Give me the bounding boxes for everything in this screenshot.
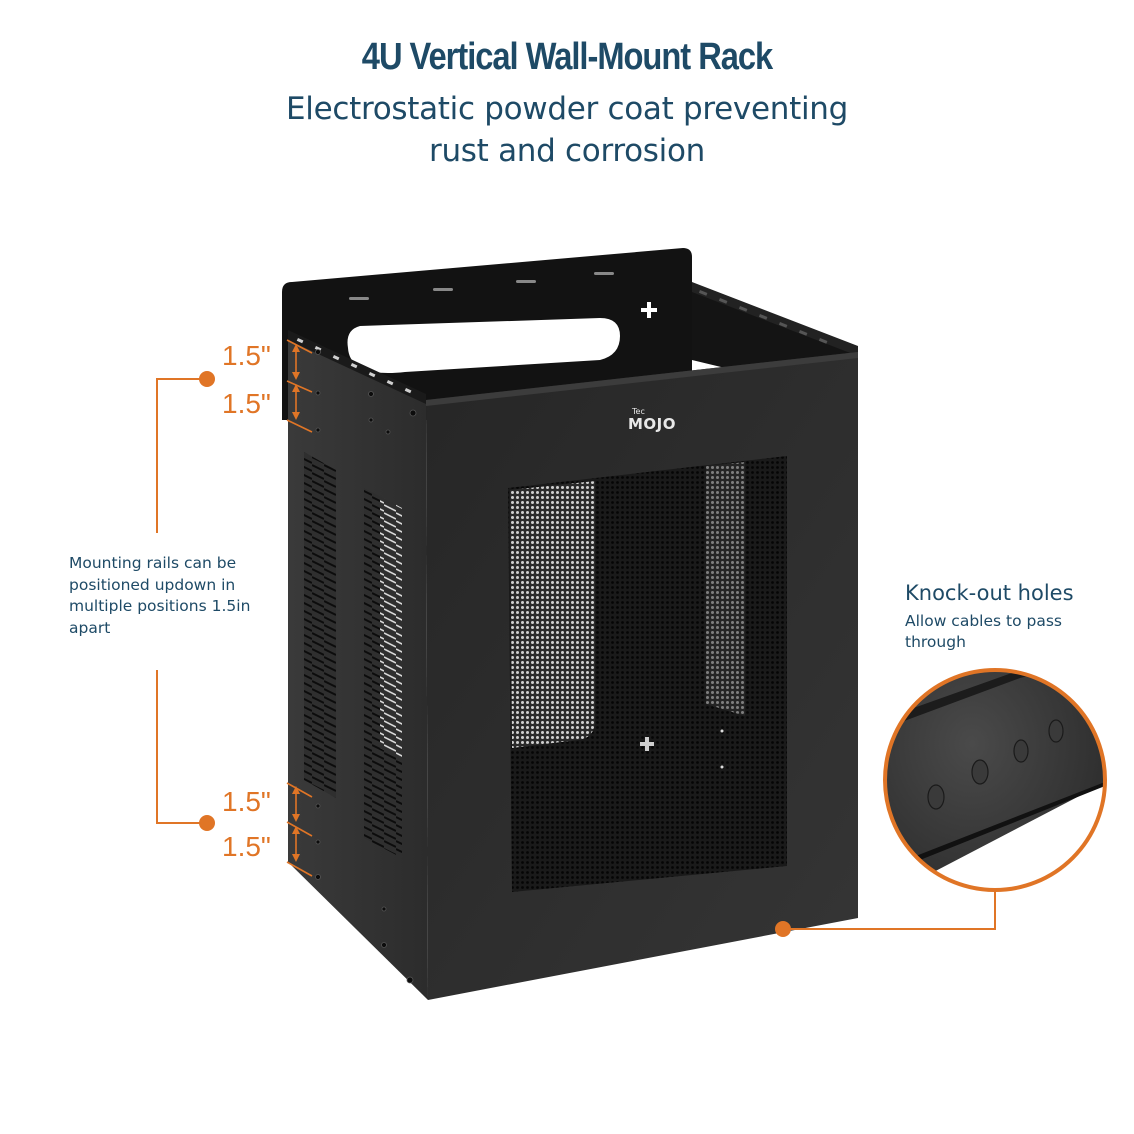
rails-note-line-4: apart <box>69 618 111 637</box>
subtitle-line-1: Electrostatic powder coat preventing <box>285 91 848 127</box>
brand-logo-large: MOJO <box>627 415 676 433</box>
rails-note-line-1: Mounting rails can be <box>69 554 237 572</box>
knockout-title: Knock-out holes <box>905 581 1074 605</box>
knockout-desc-line-1: Allow cables to pass <box>905 612 1062 630</box>
knockout-callout-connector <box>783 890 996 930</box>
brand-logo: Tec MOJO <box>624 407 680 433</box>
dimension-label-bottom-2: 1.5" <box>222 831 271 862</box>
knockout-desc-line-2: through <box>905 633 966 651</box>
subtitle-line-2: rust and corrosion <box>429 133 705 169</box>
side-vent-left <box>304 452 336 798</box>
dimension-marks-bottom <box>286 782 313 877</box>
rails-note-line-3: multiple positions 1.5in <box>69 597 251 615</box>
knockout-zoom-detail <box>883 668 1107 892</box>
dimension-label-bottom-1: 1.5" <box>222 786 271 817</box>
page-title: 4U Vertical Wall-Mount Rack <box>361 36 773 78</box>
rails-note-line-2: positioned updown in <box>69 575 236 594</box>
brand-logo-small: Tec <box>632 407 645 416</box>
page-subtitle: Electrostatic powder coat preventing rus… <box>0 88 1134 172</box>
dimension-marks-top <box>286 339 313 433</box>
knockout-description: Allow cables to pass through <box>905 611 1062 653</box>
dimension-label-top-2: 1.5" <box>222 388 271 419</box>
dimension-label-top-1: 1.5" <box>222 340 271 371</box>
rails-note: Mounting rails can be positioned updown … <box>69 553 299 639</box>
rails-callout-connector <box>156 378 207 824</box>
